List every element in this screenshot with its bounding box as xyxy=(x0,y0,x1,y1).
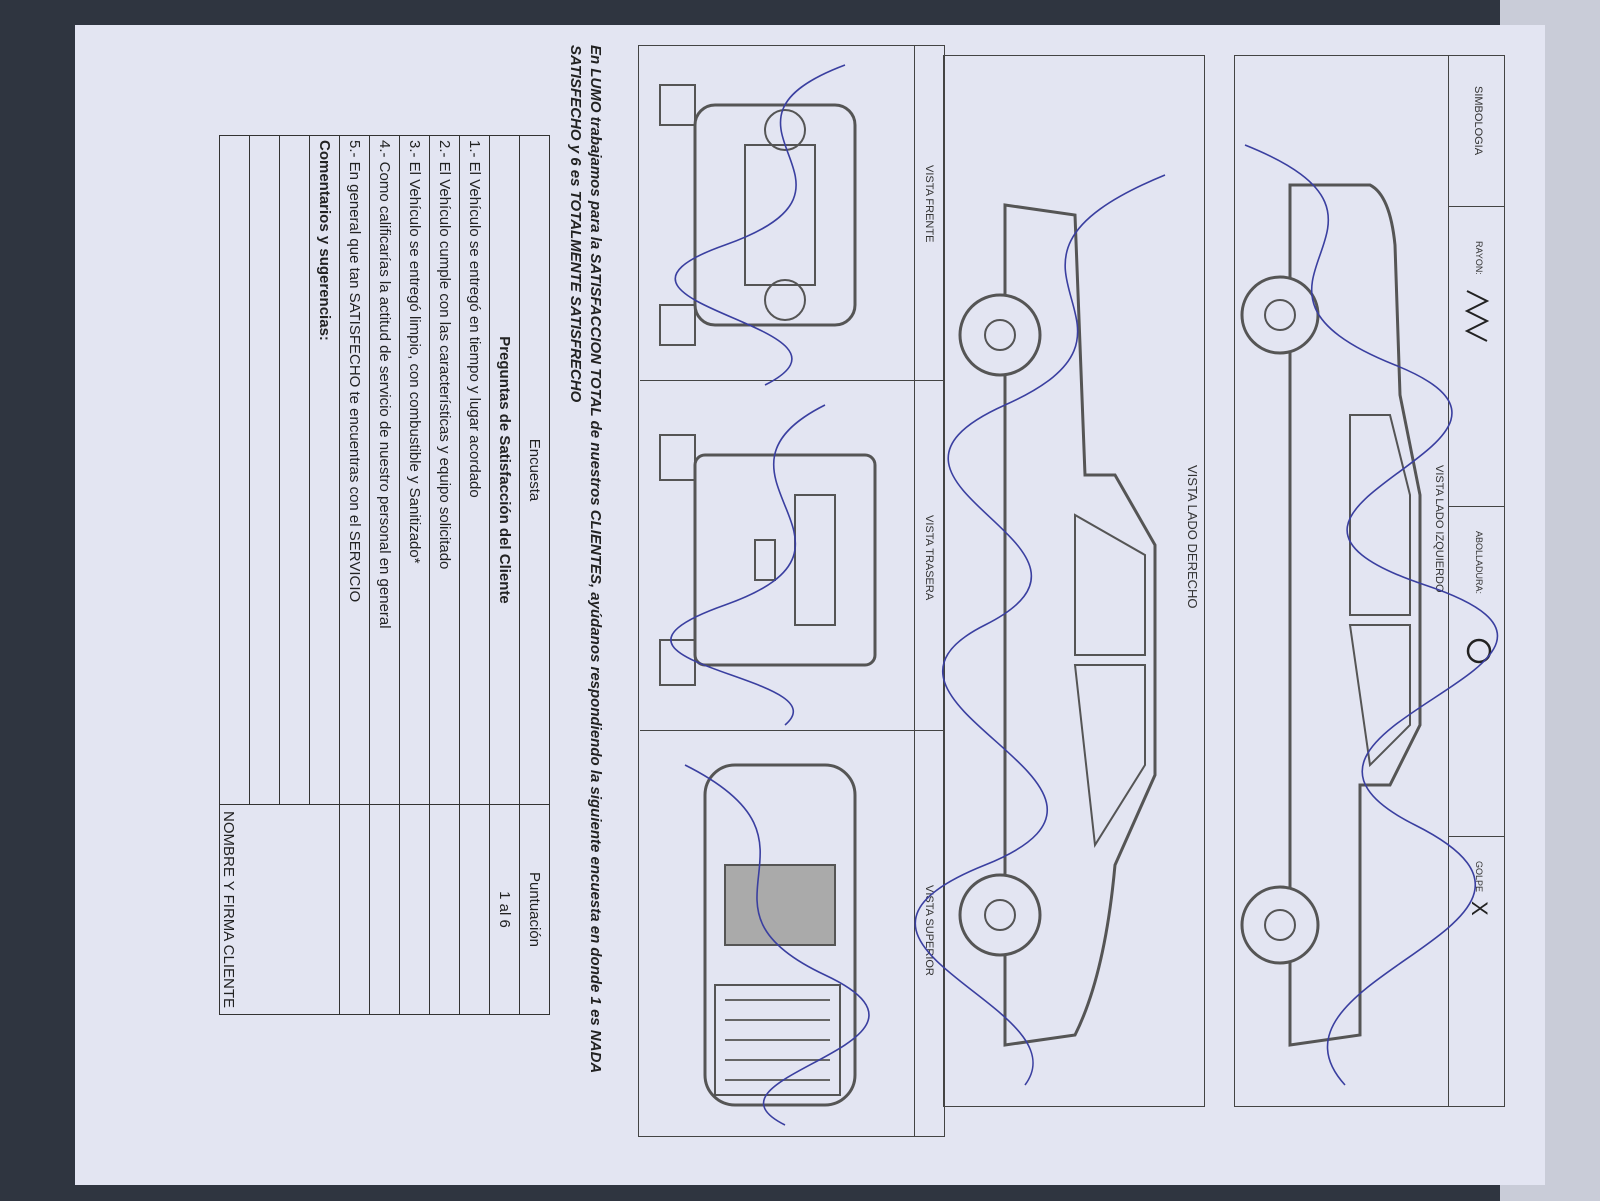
signature-box[interactable]: NOMBRE Y FIRMA CLIENTE xyxy=(219,804,340,1015)
table-row: 1.- El Vehículo se entregó en tiempo y l… xyxy=(459,135,490,1015)
symbology-row: SIMBOLOGIA RAYON: ABOLLADURA: GOLPE X xyxy=(1448,55,1505,1107)
survey-subtitle: Preguntas de Satisfacción del Cliente xyxy=(489,135,520,805)
question: 2.- El Vehículo cumple con las caracterí… xyxy=(429,135,460,805)
inspection-form: SIMBOLOGIA RAYON: ABOLLADURA: GOLPE X VI… xyxy=(75,25,1545,1185)
question: 4.- Como calificarías la actitud de serv… xyxy=(369,135,400,805)
question: 5.- En general que tan SATISFECHO te enc… xyxy=(339,135,370,805)
signature-label: NOMBRE Y FIRMA CLIENTE xyxy=(220,811,237,1008)
truck-top-drawing xyxy=(703,763,857,1107)
table-row: 3.- El Vehículo se entregó limpio, con c… xyxy=(399,135,430,1015)
score-cell[interactable] xyxy=(369,804,400,1015)
pen-scribbles xyxy=(670,64,1499,1126)
scratch-symbol-icon xyxy=(1464,290,1490,342)
truck-rear-drawing xyxy=(659,434,877,686)
comment-line[interactable] xyxy=(249,135,280,805)
table-row: 2.- El Vehículo cumple con las caracterí… xyxy=(429,135,460,1015)
truck-left-side-drawing xyxy=(1240,183,1422,1047)
survey-title: Encuesta xyxy=(519,135,550,805)
score-cell[interactable] xyxy=(429,804,460,1015)
comment-line[interactable] xyxy=(279,135,310,805)
comments-label: Comentarios y sugerencias: xyxy=(309,135,340,805)
table-row: 5.- En general que tan SATISFECHO te enc… xyxy=(339,135,370,1015)
score-cell[interactable] xyxy=(399,804,430,1015)
score-cell[interactable] xyxy=(339,804,370,1015)
score-header: Puntuación xyxy=(519,804,550,1015)
table-row: 4.- Como calificarías la actitud de serv… xyxy=(369,135,400,1015)
comment-line[interactable] xyxy=(219,135,250,805)
score-range: 1 al 6 xyxy=(489,804,520,1015)
question: 1.- El Vehículo se entregó en tiempo y l… xyxy=(459,135,490,805)
truck-right-side-drawing xyxy=(958,203,1157,1047)
truck-front-drawing xyxy=(659,84,857,346)
score-cell[interactable] xyxy=(459,804,490,1015)
dent-symbol-icon xyxy=(1466,638,1492,664)
satisfaction-note: En LUMO trabajamos para la SATISFACCION … xyxy=(567,45,604,1073)
question: 3.- El Vehículo se entregó limpio, con c… xyxy=(399,135,430,805)
